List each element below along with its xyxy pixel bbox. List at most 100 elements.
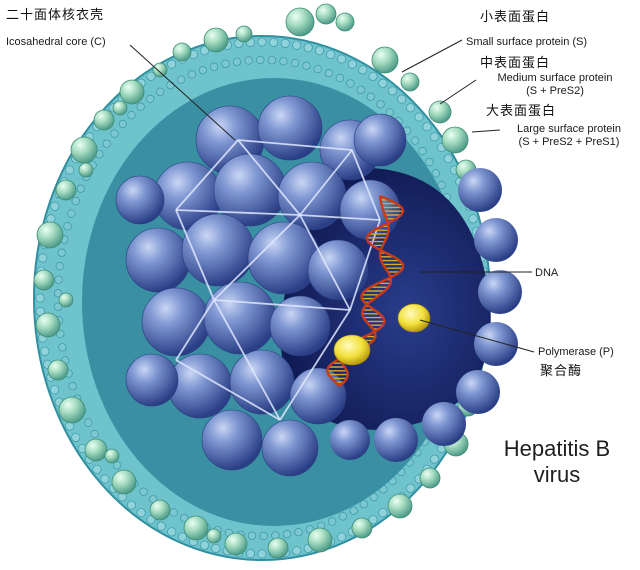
- lipid-head: [282, 530, 292, 539]
- surface-protein: [315, 3, 337, 25]
- lipid-head: [169, 508, 178, 517]
- capsomere: [474, 218, 518, 262]
- lipid-head: [269, 37, 279, 47]
- lipid-head: [256, 55, 265, 65]
- capsid-wireframe: [175, 359, 281, 421]
- surface-protein: [285, 7, 315, 37]
- lipid-head: [437, 181, 446, 190]
- surface-protein: [235, 25, 253, 43]
- surface-protein: [84, 438, 108, 462]
- surface-protein: [149, 499, 171, 521]
- lipid-head: [76, 184, 85, 193]
- lipid-head: [84, 418, 93, 427]
- lipid-head: [378, 78, 388, 88]
- lipid-head: [136, 102, 145, 111]
- surface-protein: [400, 72, 420, 92]
- medium-protein-label-en-2: (S + PreS2): [526, 85, 584, 97]
- polymerase-blob: [397, 303, 431, 333]
- surface-protein: [351, 517, 373, 539]
- lipid-head: [405, 483, 415, 493]
- lipid-head: [54, 275, 63, 284]
- lipid-head: [177, 532, 187, 542]
- lipid-head: [303, 43, 313, 53]
- lipid-head: [259, 531, 268, 541]
- surface-protein: [172, 42, 192, 62]
- capsomere: [125, 227, 191, 293]
- lipid-head: [127, 110, 136, 120]
- lipid-head: [187, 70, 196, 79]
- lipid-head: [378, 508, 388, 518]
- capsid-wireframe: [175, 299, 215, 361]
- lipid-head: [291, 58, 300, 68]
- small-protein-label-en: Small surface protein (S): [466, 36, 588, 48]
- lipid-head: [71, 432, 81, 442]
- lipid-head: [429, 132, 439, 142]
- surface-protein: [70, 136, 98, 164]
- lipid-head: [50, 201, 60, 211]
- lipid-head: [387, 86, 397, 96]
- surface-protein: [152, 62, 168, 78]
- lipid-head: [90, 429, 99, 439]
- surface-protein: [307, 527, 333, 553]
- lipid-head: [346, 79, 355, 88]
- lipid-head: [366, 92, 375, 101]
- surface-protein: [441, 126, 469, 154]
- capsid-wireframe: [175, 139, 239, 211]
- surface-protein: [267, 537, 289, 559]
- capsomere: [277, 161, 347, 231]
- capsomere: [201, 409, 263, 471]
- surface-protein: [47, 359, 69, 381]
- capsid-wireframe: [175, 209, 215, 301]
- capsid-wireframe: [213, 214, 301, 301]
- surface-protein: [419, 467, 441, 489]
- lipid-head: [324, 69, 334, 78]
- lipid-head: [180, 513, 189, 523]
- capsomere: [307, 239, 369, 301]
- lipid-head: [294, 528, 303, 537]
- lipid-head: [368, 71, 378, 81]
- lipid-head: [429, 454, 439, 464]
- lipid-head: [359, 500, 368, 509]
- lipid-head: [211, 543, 221, 553]
- leader-line: [401, 39, 463, 73]
- core-interior: [280, 167, 491, 430]
- lipid-head: [167, 59, 177, 69]
- lipid-head: [257, 37, 267, 47]
- capsomere: [269, 295, 331, 357]
- capsomere: [458, 168, 502, 212]
- lipid-head: [167, 527, 177, 537]
- leader-line: [129, 44, 236, 141]
- lipid-head: [414, 112, 424, 122]
- lipid-head: [40, 346, 50, 356]
- capsid-wireframe: [299, 149, 353, 216]
- medium-protein-label-en: Medium surface protein (S + PreS2): [480, 72, 630, 98]
- lipid-head: [139, 487, 148, 496]
- lipid-head: [368, 515, 378, 525]
- surface-protein: [78, 162, 94, 178]
- surface-protein: [203, 27, 229, 53]
- capsomere: [422, 402, 466, 446]
- capsid-wireframe: [299, 214, 351, 311]
- lipid-head: [422, 122, 432, 132]
- lipid-head: [280, 38, 290, 48]
- lipid-head: [337, 532, 347, 542]
- lipid-head: [245, 549, 255, 559]
- lipid-head: [292, 546, 302, 556]
- lipid-head: [221, 59, 230, 68]
- lipid-head: [337, 54, 347, 64]
- surface-protein: [58, 396, 86, 424]
- lipid-head: [210, 62, 219, 71]
- title-line-2: virus: [533, 462, 581, 487]
- capsomere: [203, 281, 277, 355]
- lipid-head: [65, 165, 75, 175]
- surface-protein: [104, 448, 120, 464]
- lipid-head: [55, 262, 64, 271]
- lipid-head: [397, 94, 407, 104]
- leader-line: [471, 129, 501, 133]
- lipid-head: [338, 512, 348, 521]
- capsid-wireframe: [237, 139, 301, 216]
- surface-protein: [35, 312, 61, 338]
- lipid-head: [468, 214, 478, 224]
- lipid-head: [349, 506, 358, 515]
